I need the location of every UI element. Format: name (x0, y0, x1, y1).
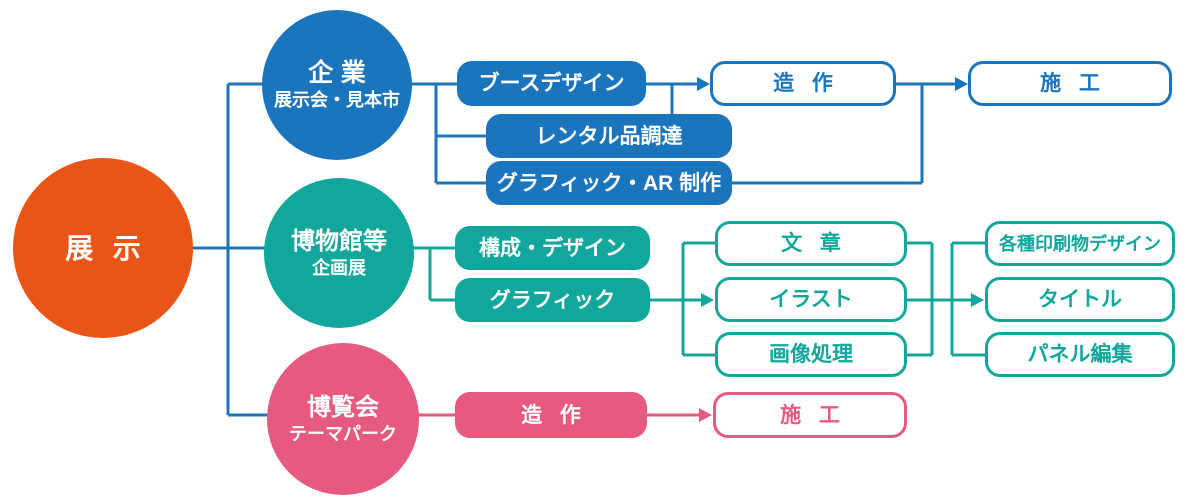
circle-title: 博覧会 (307, 393, 379, 421)
circle-title: 博物館等 (291, 227, 387, 255)
node-rental-procurement: レンタル品調達 (486, 114, 732, 158)
node-corporate-circle: 企業 展示会・見本市 (262, 10, 412, 160)
node-construction-blue: 造作 (710, 61, 896, 106)
node-composition-design: 構成・デザイン (455, 226, 650, 270)
node-image-processing: 画像処理 (715, 332, 907, 377)
circle-title: 企業 (308, 59, 374, 88)
circle-subtitle: 展示会・見本市 (274, 90, 400, 111)
arrowhead-construction-to-installation-pink (699, 408, 712, 422)
node-text: 文章 (715, 221, 907, 266)
node-installation-pink: 施工 (713, 392, 907, 438)
arrowhead-illustration-to-title (971, 293, 984, 307)
node-exhibition-root: 展示 (13, 158, 193, 338)
arrowhead-booth-to-construction (697, 77, 710, 91)
node-booth-design: ブースデザイン (457, 61, 646, 106)
root-label: 展示 (65, 232, 161, 264)
node-print-design: 各種印刷物デザイン (985, 221, 1175, 266)
node-museum-circle: 博物館等 企画展 (264, 178, 414, 328)
circle-subtitle: テーマパーク (289, 423, 397, 444)
node-panel-editing: パネル編集 (985, 332, 1175, 377)
circle-subtitle: 企画展 (312, 257, 366, 278)
arrowhead-graphic-to-illustration (701, 293, 714, 307)
node-graphic-ar-production: グラフィック・AR 制作 (486, 161, 732, 205)
node-title: タイトル (985, 277, 1175, 322)
node-expo-circle: 博覧会 テーマパーク (267, 343, 419, 495)
arrowhead-construction-to-installation-blue (955, 77, 968, 91)
node-graphic: グラフィック (455, 278, 650, 322)
node-illustration: イラスト (715, 277, 907, 322)
node-construction-pink: 造作 (455, 392, 647, 438)
node-installation-blue: 施工 (968, 61, 1172, 106)
